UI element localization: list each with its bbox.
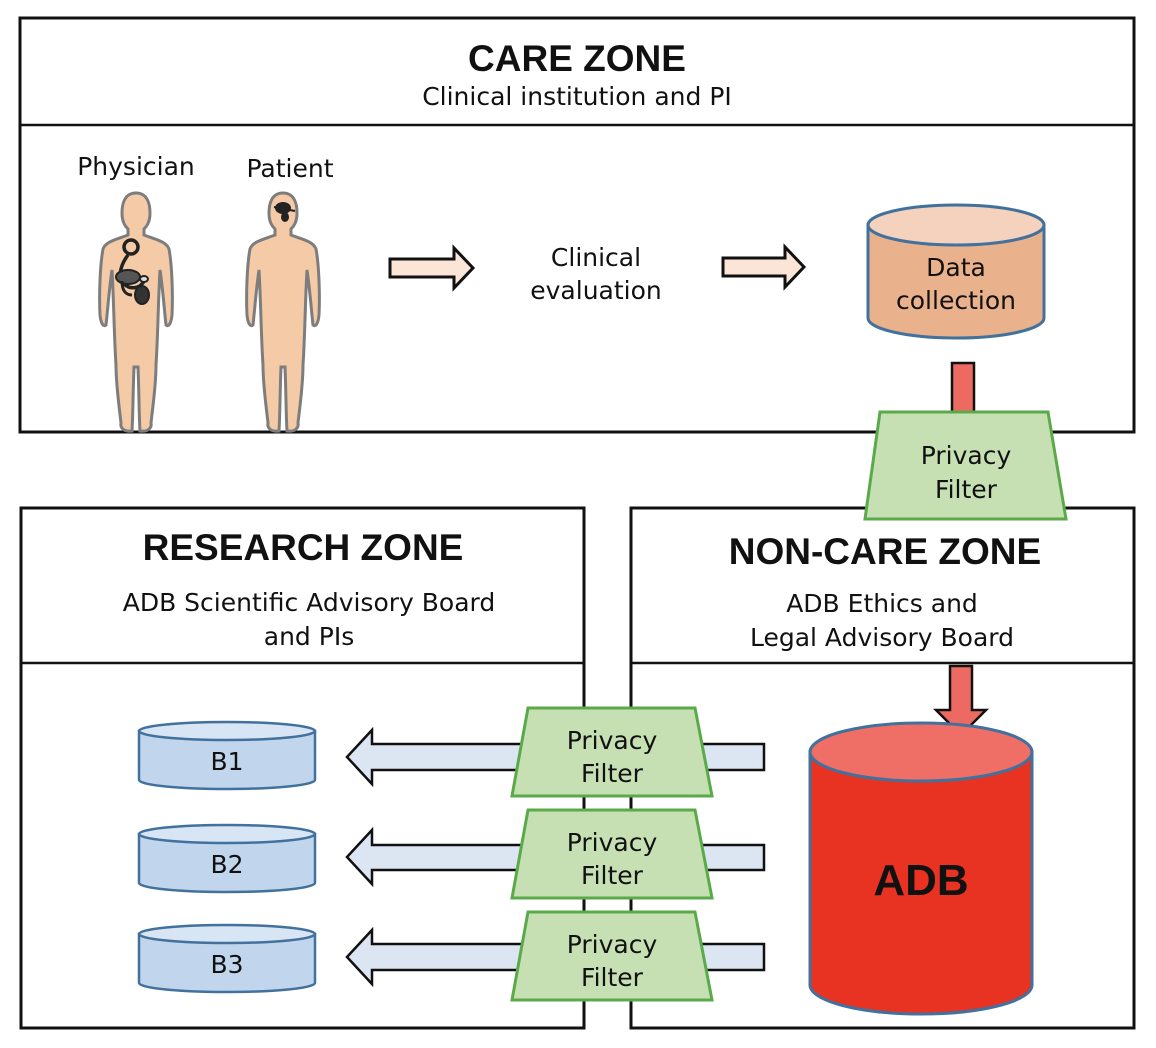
care-to-filter-connector — [950, 361, 976, 417]
arrow-into-adb-icon — [932, 664, 990, 737]
privacy-filter-b2-line2: Filter — [581, 861, 644, 890]
adb-database-cylinder: ADB — [808, 721, 1034, 1016]
stethoscope-icon — [115, 238, 150, 305]
arrow-to-data-collection-icon — [721, 243, 807, 291]
care-zone: CARE ZONE Clinical institution and PI Ph… — [18, 16, 1136, 434]
physician-figure — [98, 191, 174, 433]
research-zone-subtitle-line2: and PIs — [264, 622, 354, 651]
privacy-filter-care-line2: Filter — [935, 475, 998, 504]
clinical-evaluation-line1: Clinical — [551, 243, 641, 272]
patient-label: Patient — [246, 154, 333, 183]
privacy-filter-b1: Privacy Filter — [510, 706, 714, 798]
dataset-b3-label: B3 — [210, 950, 243, 979]
care-zone-subtitle: Clinical institution and PI — [422, 82, 732, 111]
adb-label: ADB — [873, 856, 968, 905]
privacy-filter-b3: Privacy Filter — [510, 910, 714, 1002]
arrow-to-evaluation-icon — [388, 244, 476, 292]
dataset-b3-cylinder: B3 — [137, 923, 317, 994]
privacy-filter-b2: Privacy Filter — [510, 808, 714, 900]
dataset-b2-label: B2 — [210, 850, 243, 879]
care-zone-title: CARE ZONE — [468, 38, 686, 79]
non-care-zone-title: NON-CARE ZONE — [729, 531, 1041, 572]
dataset-b1-label: B1 — [210, 747, 243, 776]
data-collection-line2: collection — [896, 286, 1016, 315]
privacy-filter-care-line1: Privacy — [921, 441, 1012, 470]
privacy-filter-b1-line1: Privacy — [567, 726, 658, 755]
dataset-b2-cylinder: B2 — [137, 823, 317, 894]
non-care-zone-subtitle-line1: ADB Ethics and — [786, 589, 978, 618]
physician-label: Physician — [77, 152, 195, 181]
privacy-filter-b2-line1: Privacy — [567, 828, 658, 857]
data-collection-cylinder: Data collection — [866, 203, 1046, 340]
brain-scan-icon — [273, 202, 296, 222]
patient-figure — [245, 191, 321, 433]
privacy-filter-care: Privacy Filter — [863, 410, 1068, 521]
privacy-filter-b3-line1: Privacy — [567, 930, 658, 959]
research-zone-subtitle-line1: ADB Scientific Advisory Board — [123, 588, 496, 617]
data-collection-line1: Data — [926, 253, 986, 282]
non-care-zone-subtitle-line2: Legal Advisory Board — [750, 623, 1014, 652]
research-zone-title: RESEARCH ZONE — [143, 527, 464, 568]
privacy-filter-b1-line2: Filter — [581, 759, 644, 788]
privacy-filter-b3-line2: Filter — [581, 963, 644, 992]
clinical-evaluation-line2: evaluation — [530, 276, 662, 305]
dataset-b1-cylinder: B1 — [137, 720, 317, 791]
